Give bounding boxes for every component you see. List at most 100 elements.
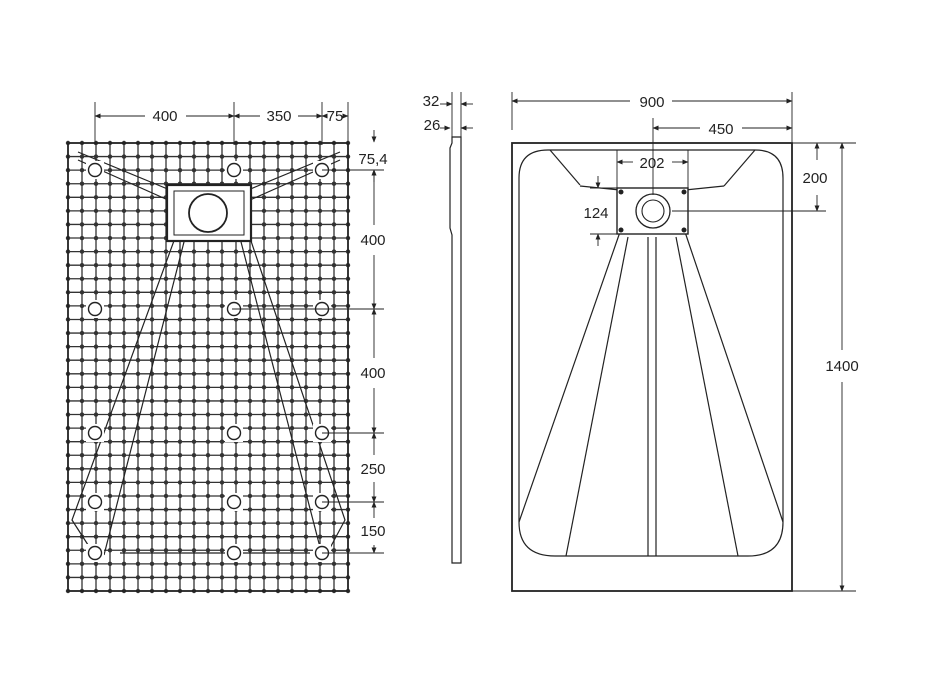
rib-node <box>121 548 127 553</box>
rib-node <box>303 262 309 268</box>
rib-node <box>261 439 267 444</box>
rib-node <box>135 507 141 512</box>
rib-node <box>135 534 141 539</box>
rib-node <box>219 453 225 458</box>
rib-node <box>191 344 197 349</box>
rib-node <box>163 439 169 444</box>
rib-node <box>247 249 253 254</box>
rib-node <box>331 330 337 336</box>
rib-node <box>107 154 113 159</box>
rib-node <box>107 425 113 431</box>
rib-node <box>191 425 197 431</box>
rib-node <box>205 154 211 159</box>
rib-node <box>317 235 323 241</box>
rib-node <box>247 290 253 295</box>
rib-node <box>191 167 197 173</box>
rib-node <box>275 222 281 227</box>
rib-node <box>247 262 253 268</box>
rib-node <box>191 534 197 539</box>
rib-node <box>261 480 267 485</box>
tray-outline <box>511 142 793 592</box>
rib-node <box>219 439 225 444</box>
rib-node <box>79 398 85 404</box>
rib-node <box>331 235 337 241</box>
rib-node <box>163 453 169 458</box>
rib-node <box>247 425 253 431</box>
rib-node <box>261 222 267 227</box>
rib-node <box>317 330 323 336</box>
rib-node <box>191 290 197 295</box>
rib-node <box>317 561 323 567</box>
drain-inner <box>641 199 665 223</box>
rib-node <box>163 534 169 539</box>
rib-node <box>261 235 267 241</box>
rib-node <box>93 358 99 363</box>
rib-node <box>289 493 295 499</box>
rib-node <box>317 317 323 322</box>
rib-node <box>261 303 267 309</box>
rib-node <box>107 507 113 512</box>
rib-node <box>317 195 323 200</box>
rib-node <box>191 466 197 472</box>
rib-node <box>79 222 85 227</box>
rib-node <box>317 371 323 376</box>
rib-node <box>149 520 155 526</box>
dim-400-top: 400 <box>152 108 177 125</box>
rib-node <box>93 154 99 159</box>
rib-node <box>121 344 127 349</box>
rib-node <box>107 466 113 472</box>
rib-node <box>331 208 337 214</box>
rib-node <box>79 344 85 349</box>
rib-node <box>275 181 281 186</box>
rib-node <box>275 262 281 268</box>
rib-node <box>289 480 295 485</box>
rib-node <box>191 575 197 580</box>
support-foot <box>226 545 242 561</box>
rib-node <box>317 208 323 214</box>
rib-node <box>233 520 239 526</box>
rib-node <box>233 276 239 281</box>
rib-node <box>289 262 295 268</box>
rib-node <box>233 262 239 268</box>
rib-node <box>219 534 225 539</box>
rib-node <box>247 303 253 309</box>
rib-node <box>219 575 225 580</box>
dim-350-top: 350 <box>266 108 291 125</box>
rib-node <box>303 181 309 186</box>
rib-node <box>261 208 267 214</box>
rib-node <box>289 154 295 159</box>
rib-node <box>79 466 85 472</box>
rib-node <box>261 493 267 499</box>
rib-node <box>205 317 211 322</box>
rib-node <box>93 195 99 200</box>
rib-node <box>303 195 309 200</box>
rib-node <box>191 439 197 444</box>
rib-node <box>121 561 127 567</box>
rib-node <box>261 548 267 553</box>
side-profile-body <box>449 136 462 564</box>
rib-node <box>233 575 239 580</box>
rib-node <box>79 290 85 295</box>
rib-node <box>331 439 337 444</box>
drain-channels <box>71 151 346 556</box>
rib-node <box>331 548 337 553</box>
rib-node <box>177 534 183 539</box>
rib-node <box>121 534 127 539</box>
rib-node <box>261 398 267 404</box>
rib-node <box>177 561 183 567</box>
rib-node <box>121 507 127 512</box>
rib-node <box>121 466 127 472</box>
dim-75-4: 75,4 <box>358 151 387 168</box>
rib-node <box>275 425 281 431</box>
rib-node <box>317 262 323 268</box>
rib-node <box>93 466 99 472</box>
rib-node <box>261 167 267 173</box>
rib-node <box>303 520 309 526</box>
rib-node <box>107 453 113 458</box>
rib-node <box>317 575 323 580</box>
rib-node <box>233 561 239 567</box>
rib-node <box>233 317 239 322</box>
rib-node <box>191 262 197 268</box>
rib-node <box>149 493 155 499</box>
dim-200: 200 <box>802 170 827 187</box>
